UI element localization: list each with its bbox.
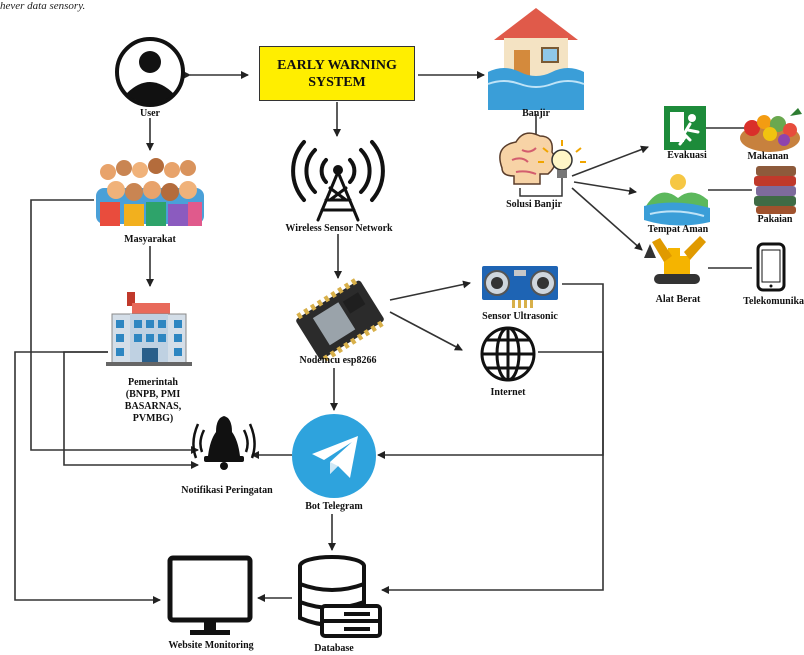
safe-place-icon <box>644 174 710 226</box>
label-pemerintah-line-3: BASARNAS, <box>124 401 182 412</box>
phone-icon <box>756 242 786 292</box>
label-nodemcu: Nodemcu esp8266 <box>299 355 377 366</box>
route-pemerintah-website <box>14 351 161 604</box>
label-user: User <box>140 108 160 119</box>
ultrasonic-sensor-icon <box>482 266 558 308</box>
arrow-nodemcu-sensor <box>389 280 471 301</box>
route-internet-bot <box>377 351 604 459</box>
arrow-nodemcu-internet <box>389 311 463 351</box>
label-pemerintah: Pemerintah (BNPB, PMI BASARNAS, PVMBG) <box>108 377 198 425</box>
route-masyarakat-notif <box>30 199 199 454</box>
label-pakaian: Pakaian <box>757 214 793 225</box>
flood-house-icon <box>487 8 585 110</box>
label-solusi: Solusi Banjir <box>506 199 562 210</box>
clothes-icon <box>754 166 796 214</box>
label-pemerintah-line-4: PVMBG) <box>132 413 174 424</box>
label-evakuasi: Evakuasi <box>667 150 707 161</box>
arrow-solusi-evakuasi <box>571 145 649 177</box>
ews-title-line-2: SYSTEM <box>308 74 366 90</box>
label-telekomunikasi: Telekomunikasi <box>743 296 804 307</box>
connectors <box>14 71 752 604</box>
building-icon <box>106 292 192 366</box>
monitor-icon <box>167 555 253 635</box>
label-pemerintah-line-2: (BNPB, PMI <box>125 389 181 400</box>
early-warning-system-box: EARLY WARNING SYSTEM <box>259 46 415 101</box>
solution-idea-icon <box>499 132 586 197</box>
label-bot-telegram: Bot Telegram <box>305 501 363 512</box>
crowd-icon <box>96 158 204 226</box>
wireless-tower-icon <box>291 140 385 222</box>
food-icon <box>740 108 802 152</box>
globe-icon <box>480 326 536 382</box>
database-icon <box>298 555 382 638</box>
label-tempat-aman: Tempat Aman <box>647 224 709 235</box>
label-wsn: Wireless Sensor Network <box>285 223 393 234</box>
header-fragment: hever data sensory. <box>0 0 86 12</box>
label-makanan: Makanan <box>747 151 789 162</box>
exit-sign-icon <box>664 106 706 150</box>
label-masyarakat: Masyarakat <box>124 234 176 245</box>
route-sensor-database <box>381 283 604 594</box>
label-alat-berat: Alat Berat <box>655 294 701 305</box>
arrow-solusi-alat <box>571 187 643 251</box>
label-internet: Internet <box>490 387 526 398</box>
label-pemerintah-line-1: Pemerintah <box>128 377 178 388</box>
excavator-icon <box>644 236 706 284</box>
label-website-monitoring: Website Monitoring <box>168 640 254 651</box>
label-notifikasi: Notifikasi Peringatan <box>181 485 273 496</box>
label-database: Database <box>314 643 354 654</box>
label-banjir: Banjir <box>522 108 550 119</box>
user-icon <box>115 37 185 107</box>
arrow-solusi-tempat <box>573 181 637 195</box>
nodemcu-board-icon <box>296 278 384 362</box>
label-sensor-ultrasonic: Sensor Ultrasonic <box>482 311 558 322</box>
ews-title-line-1: EARLY WARNING <box>277 57 397 73</box>
telegram-icon <box>292 414 376 498</box>
bell-icon <box>192 416 256 470</box>
